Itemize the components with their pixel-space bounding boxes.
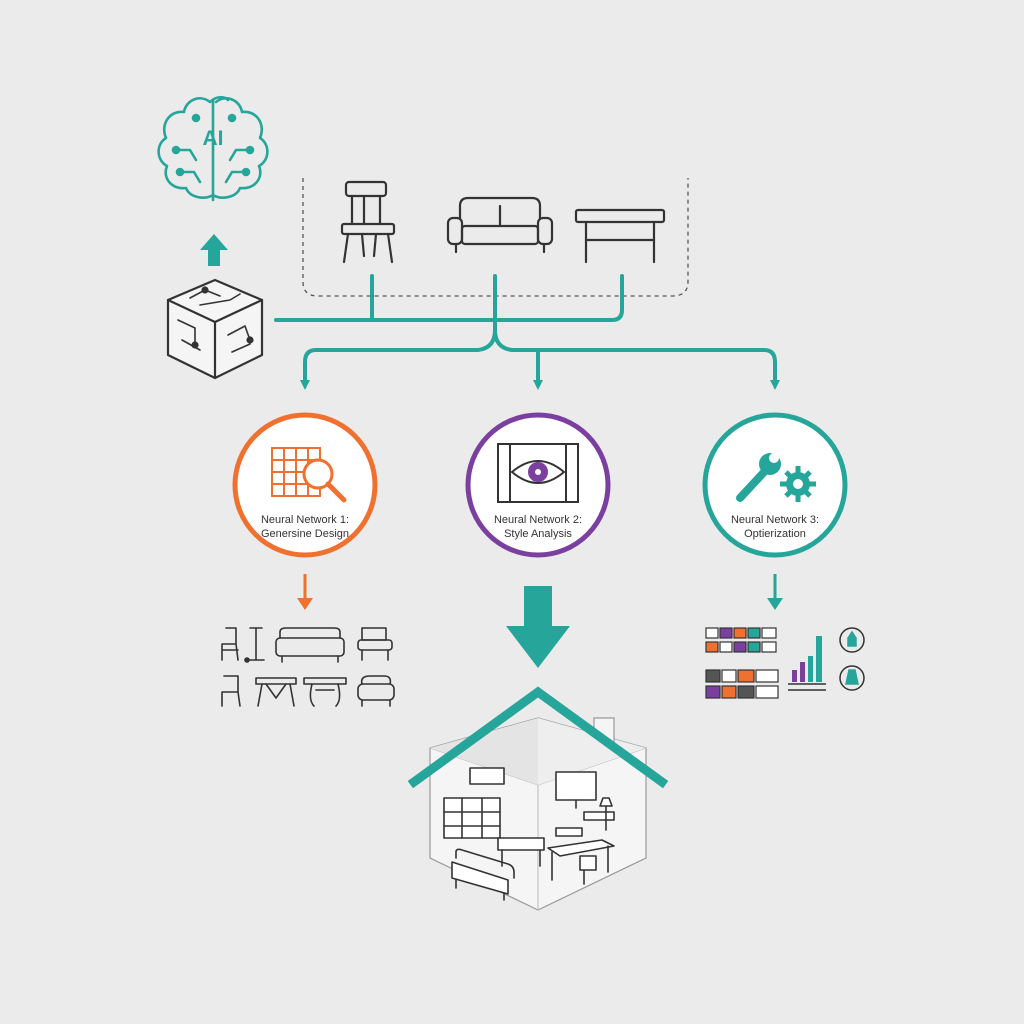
network-2-title: Neural Network 2:: [494, 514, 582, 526]
network-3-node: Neural Network 3: Optierization: [702, 412, 848, 558]
up-arrow-icon: [200, 234, 228, 266]
down-arrow-teal-right: [767, 574, 783, 610]
network-1-subtitle: Genersine Design: [261, 528, 349, 540]
network-3-subtitle: Optierization: [744, 528, 806, 540]
network-1-node: Neural Network 1: Genersine Design: [232, 412, 378, 558]
circuit-cube-icon: [166, 278, 264, 380]
sofa-icon: [446, 196, 554, 254]
connector-lines: [274, 274, 780, 390]
network-2-node: Neural Network 2: Style Analysis: [465, 412, 611, 558]
furniture-variants-icon: [221, 627, 395, 707]
bar-chart-icon: [788, 636, 826, 691]
big-down-arrow-icon: [506, 586, 570, 668]
network-2-subtitle: Style Analysis: [504, 528, 572, 540]
ai-label: AI: [203, 127, 224, 150]
eye-frame-icon: [497, 443, 579, 503]
network-3-title: Neural Network 3:: [731, 514, 819, 526]
ai-brain-icon: [157, 95, 269, 202]
table-icon: [574, 208, 666, 264]
settings-badges-icon: [839, 627, 865, 691]
optimization-metrics-icon: [705, 627, 865, 699]
wrench-gear-icon: [736, 453, 816, 502]
grid-magnifier-icon: [271, 447, 347, 503]
smart-home-interior-icon: [407, 686, 669, 911]
chair-icon: [340, 180, 396, 264]
down-arrow-orange: [297, 574, 313, 610]
network-1-title: Neural Network 1:: [261, 514, 349, 526]
